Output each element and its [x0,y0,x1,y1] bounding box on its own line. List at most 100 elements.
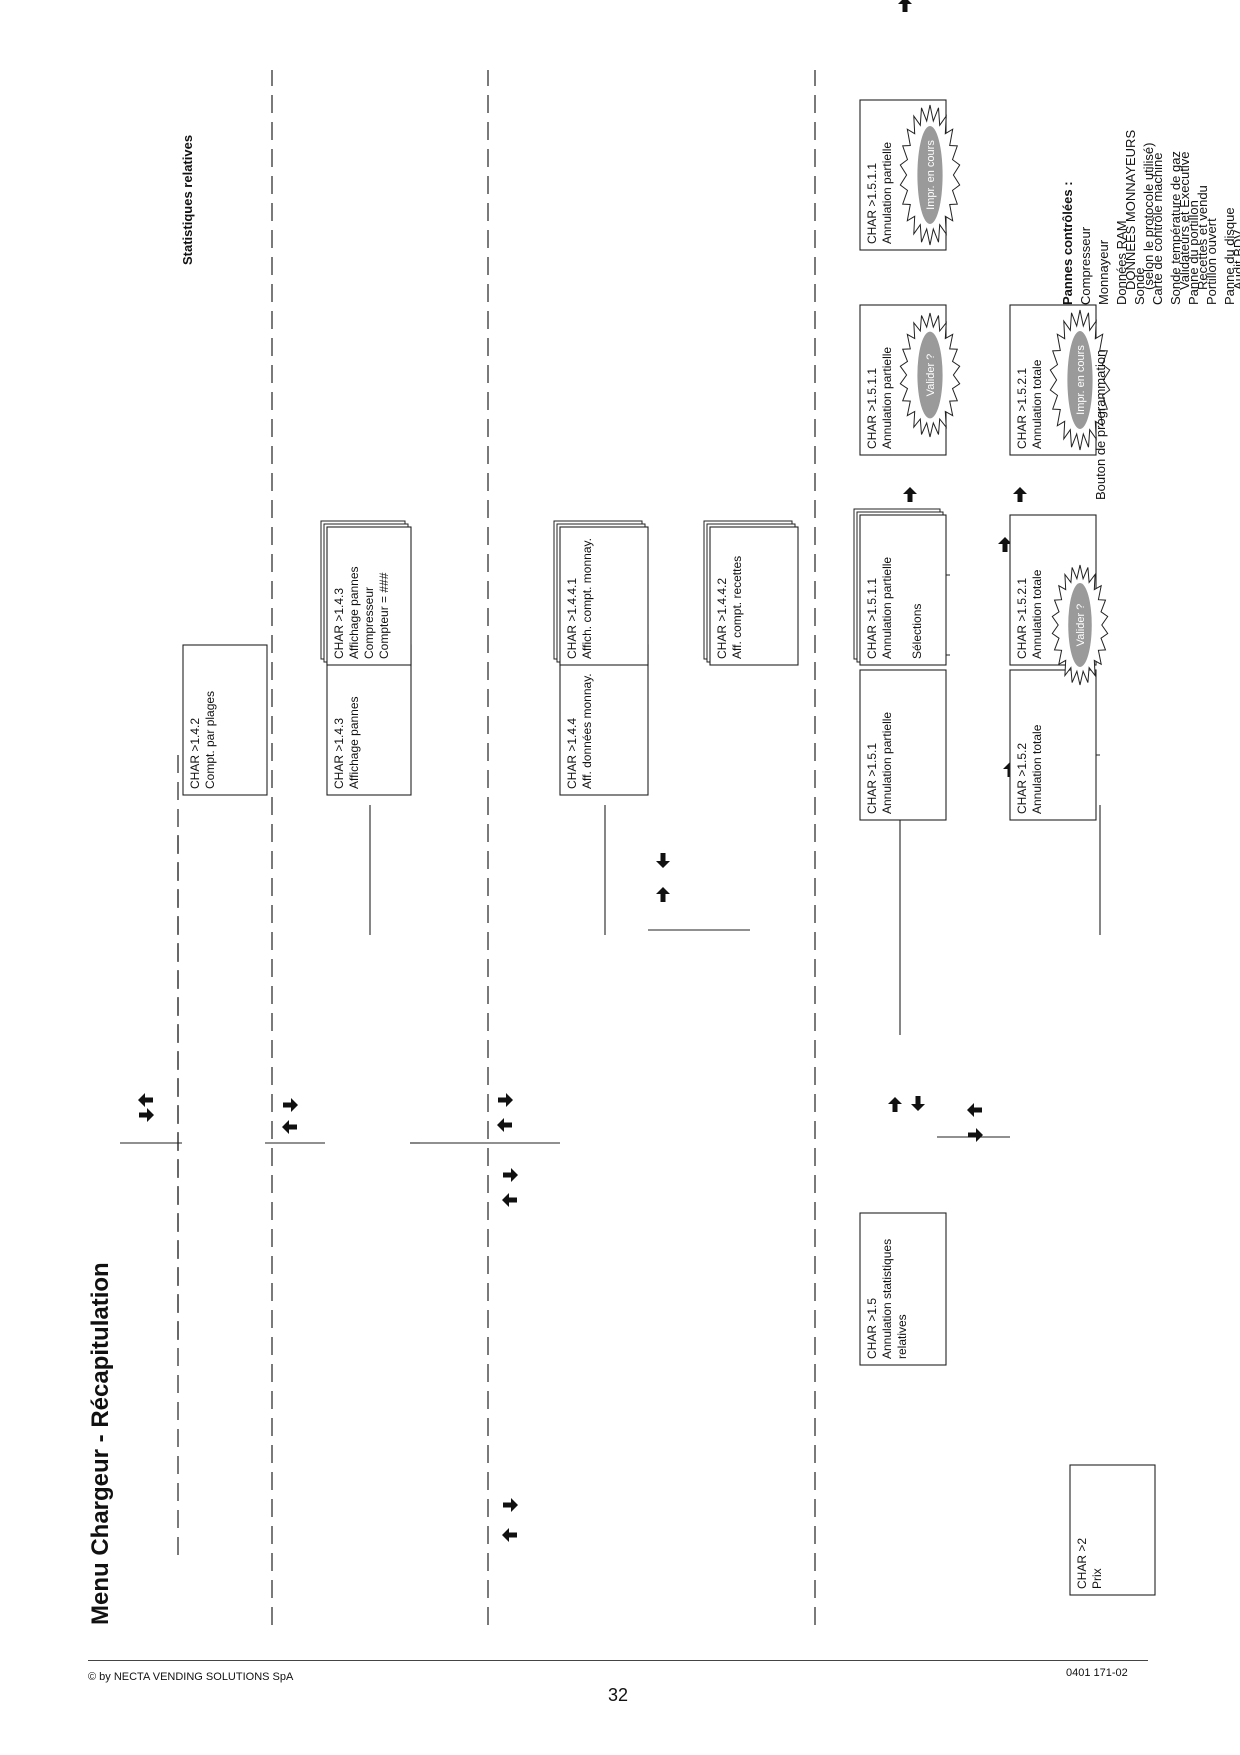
monnayeurs-item: Audit BDV [1231,230,1240,290]
nav-arrow-icon [498,1093,513,1107]
box-line: Annulation totale [1030,359,1044,449]
box-frame [859,669,947,821]
box-line: Affich. compt. monnay. [580,538,594,659]
nav-arrow-icon [903,487,917,502]
nav-arrow-icon [656,853,670,868]
monnayeurs-item: Recettes et vendu [1195,185,1210,290]
burst-label: Valider ? [1075,604,1087,647]
nav-arrow-icon [1013,487,1027,502]
box-line: CHAR >1.5.2.1 [1015,368,1029,449]
box-line: Affichage pannes [347,566,361,659]
stat-relatives-heading: Statistiques relatives [180,135,195,265]
box-line: CHAR >1.5.1.1 [865,578,879,659]
burst-label: Valider ? [925,354,937,397]
burst-fill [1068,583,1092,667]
box-line: Affichage pannes [347,696,361,789]
nav-arrow-icon [283,1098,298,1112]
box-line: Aff. données monnay. [580,673,594,789]
box-line: Compteur = ### [377,572,391,659]
nav-arrow-icon [888,1097,902,1112]
box-line: Annulation totale [1030,569,1044,659]
side-notes: Statistiques relatives Pannes contrôlées … [180,130,1240,500]
box-line: CHAR >1.4.3 [332,718,346,789]
nav-arrow-icon [138,1093,153,1107]
box-line: CHAR >1.5.2 [1015,743,1029,814]
dashed-separators [177,70,816,1625]
pannes-item: Panne du portillon [1186,200,1201,305]
box-line: Annulation partielle [880,557,894,659]
box-line: CHAR >1.5.1.1 [865,163,879,244]
box-line: Annulation partielle [880,142,894,244]
pannes-item: Panne du disque [1222,207,1237,305]
nav-arrow-icon [139,1108,154,1122]
box-frame [859,1212,947,1366]
pannes-item: Sonde température de gaz [1168,151,1183,305]
box-line: CHAR >2 [1075,1538,1089,1589]
nav-arrow-icon [503,1168,518,1182]
box-line: relatives [895,1314,909,1359]
pannes-title: Pannes contrôlées : [1060,181,1075,305]
box-frame [859,514,947,666]
copyright-footer: © by NECTA VENDING SOLUTIONS SpA [88,1671,294,1683]
pannes-item: Monnayeur [1096,239,1111,305]
pannes-item: Compresseur [1078,226,1093,305]
nav-arrow-icon [502,1528,517,1542]
pannes-item: Données RAM [1114,220,1129,305]
monnayeurs-item: (selon le protocole utilisé) [1141,143,1156,290]
box-line: Annulation partielle [880,347,894,449]
box-frame [559,526,649,666]
burst-label: Impr. en cours [1075,345,1087,415]
monnayeurs-item: Validateurs et Executive [1177,152,1192,291]
box-line: Aff. compt. recettes [730,556,744,659]
box-line: CHAR >1.4.3 [332,588,346,659]
bouton-programmation-label: Bouton de programmation [1093,350,1108,500]
status-burst: Impr. en cours [1049,309,1111,451]
box-line: Annulation totale [1030,724,1044,814]
pannes-item: Sonde [1132,267,1147,305]
pannes-item: Portillon ouvert [1204,218,1219,305]
page-number: 32 [608,1685,629,1705]
box-line: Annulation partielle [880,712,894,814]
box-line: Annulation statistiques [880,1239,894,1359]
box-frame [1009,669,1097,821]
box-line: CHAR >1.4.4.2 [715,578,729,659]
nav-arrow-icon [968,1128,983,1142]
nav-arrow-icon [656,887,670,902]
box-line: Sélections [910,604,924,659]
document-reference: 0401 171-02 [1066,1667,1128,1679]
burst-label: Impr. en cours [925,140,937,210]
box-line: Compresseur [362,587,376,659]
burst-fill [1067,331,1093,429]
box-line: CHAR >1.5 [865,1298,879,1359]
nav-arrow-icon [911,1096,925,1111]
box-line: CHAR >1.4.2 [188,718,202,789]
box-frame [326,526,412,666]
page-title: Menu Chargeur - Récapitulation [87,1262,114,1625]
footer-rule [88,1660,1148,1661]
box-frame [1069,1464,1156,1596]
nav-arrow-icon [898,0,912,12]
box-line: CHAR >1.4.4.1 [565,578,579,659]
monnayeurs-item: DONNEES MONNAYEURS [1123,130,1138,290]
box-line: CHAR >1.5.1.1 [865,368,879,449]
nav-arrow-icon [282,1120,297,1134]
status-burst: Valider ? [1051,564,1109,686]
box-line: CHAR >1.4.4 [565,718,579,789]
status-burst: Impr. en cours [899,104,961,246]
nav-arrow-icon [502,1193,517,1207]
nav-arrow-icon [967,1103,982,1117]
nav-arrow-icon [497,1118,512,1132]
box-frame [182,644,268,796]
pannes-item: Carte de contrôle machine [1150,153,1165,305]
